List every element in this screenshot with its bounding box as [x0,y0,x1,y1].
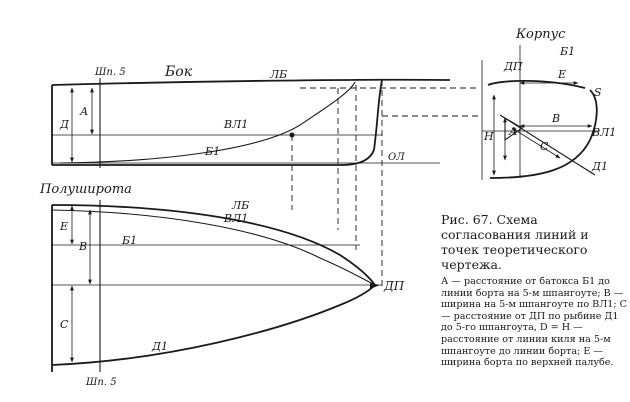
label-dim-a-body: А [508,125,517,138]
label-dp-top: ДП [503,60,523,73]
label-lb-top: ЛБ [269,68,287,81]
label-b1-body: Б1 [559,45,575,58]
label-dim-v-body: В [551,112,560,125]
hb-bow-point [370,283,380,289]
side-sheer-line [51,78,451,86]
label-b1-top: Б1 [204,145,220,158]
caption-body: А — расстояние от батокса Б1 до линии бо… [441,276,627,369]
side-view: Бок Шп. 5 ЛБ ВЛ1 Б1 ОЛ Д А [51,64,480,290]
label-vl1-bottom: ВЛ1 [223,212,248,225]
label-dim-d: Д [59,118,70,131]
label-ol: ОЛ [388,152,405,163]
body-triangle [504,117,524,142]
label-bok: Бок [164,64,193,80]
label-vl1-top: ВЛ1 [223,118,248,131]
label-dim-s: С [60,318,69,331]
label-shp5-bottom: Шп. 5 [85,377,117,388]
label-b1-bottom: Б1 [121,234,137,247]
label-dim-s-body: С [540,140,549,153]
hb-sheer-lb [51,204,376,286]
label-shp5-top: Шп. 5 [94,67,126,78]
label-d1-body: Д1 [591,160,608,173]
label-vl1-body: ВЛ1 [591,126,616,139]
label-lb-bottom: ЛБ [231,199,249,212]
label-dim-n: Н [483,130,494,143]
hb-diagonal-d1 [51,284,376,366]
side-keel-line [52,149,375,166]
label-dim-v: В [78,240,87,253]
label-d1-bottom: Д1 [151,340,168,353]
label-polushirota: Полуширота [39,182,132,197]
body-frame-curve-lower [489,89,598,179]
half-breadth-view: Полуширота ЛБ ВЛ1 Б1 Д1 ДП Шп. 5 Е В С [39,182,405,388]
label-s-body: S [594,86,602,99]
label-dim-a-side: А [79,105,88,118]
caption-title: Рис. 67. Схема согласования линий и точе… [441,212,589,272]
label-e-body: Е [557,68,566,81]
label-dp-bottom: ДП [383,279,405,293]
side-stem-line [373,79,383,151]
figure-caption: Рис. 67. Схема согласования линий и точе… [441,212,627,369]
body-frame-curve [487,79,586,89]
body-dim-s [511,127,561,159]
body-plan: Корпус Б1 ДП Е S ВЛ1 Д1 Н А В С [481,27,616,180]
hb-waterline-vl1 [51,209,376,286]
side-buttock-b1 [59,81,356,164]
label-korpus: Корпус [515,27,566,42]
label-dim-e: Е [59,220,68,233]
